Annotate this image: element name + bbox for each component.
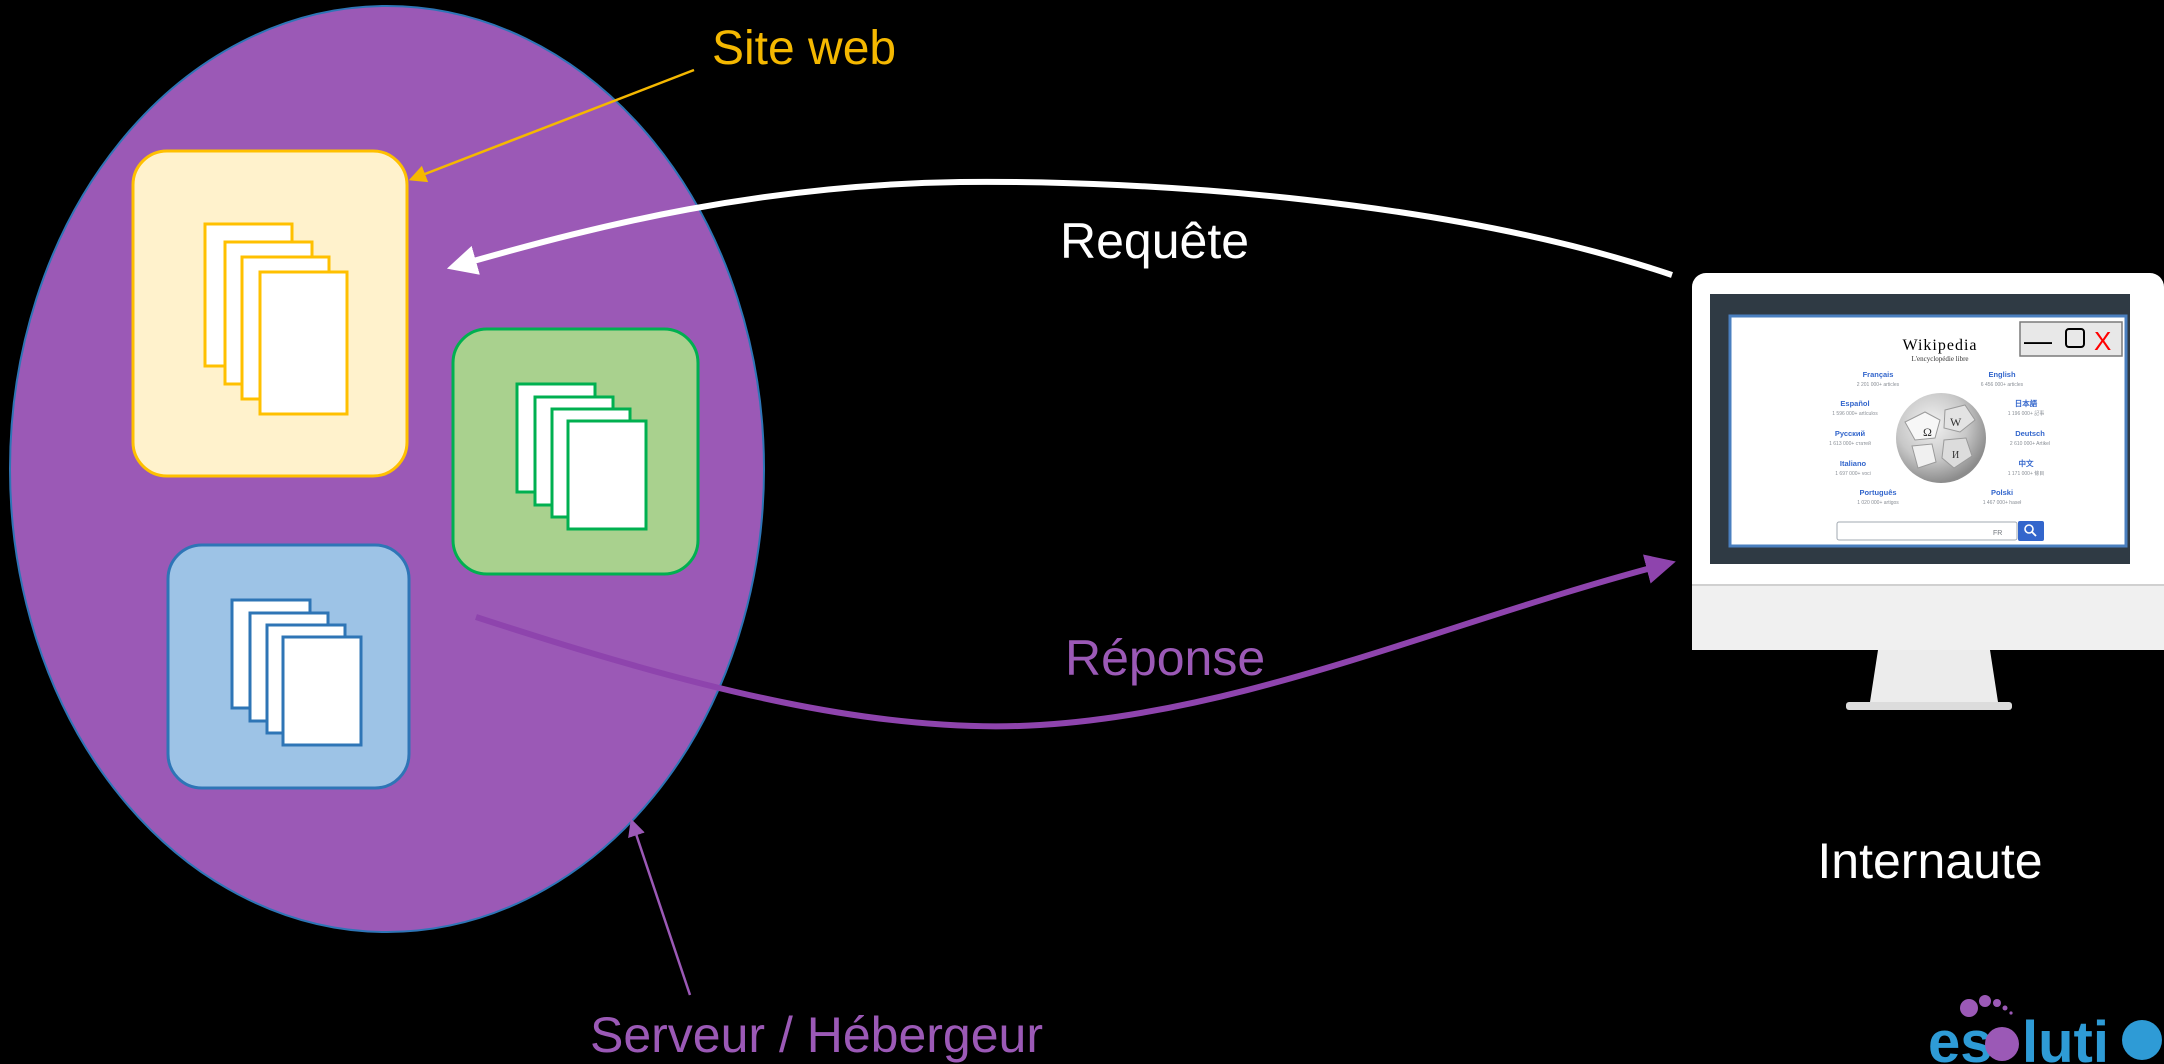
lang-link[interactable]: Español — [1840, 399, 1869, 408]
reponse-label: Réponse — [1065, 630, 1265, 686]
minimize-icon[interactable]: — — [2024, 325, 2052, 356]
lang-count: 1 020 000+ artigos — [1857, 500, 1899, 506]
lang-count: 1 467 000+ haseł — [1983, 500, 2022, 506]
lang-link[interactable]: English — [1988, 370, 2016, 379]
site-web-arrow — [408, 68, 695, 183]
lang-count: 1 613 000+ статей — [1829, 440, 1871, 447]
svg-text:Ω: Ω — [1923, 425, 1932, 439]
lang-link[interactable]: Français — [1863, 370, 1894, 379]
lang-link[interactable]: Português — [1859, 488, 1896, 497]
serveur-arrow — [628, 818, 692, 996]
logo-text-luti: luti — [2022, 1010, 2109, 1064]
site-web-folder — [131, 149, 409, 478]
logo-text-es: es — [1928, 1010, 1993, 1064]
search-language-select[interactable]: FR — [1993, 530, 2002, 537]
wikipedia-languages: Français 2 201 000+ articles English 6 4… — [1829, 370, 2050, 506]
close-icon[interactable]: X — [2094, 326, 2111, 356]
lang-count: 6 456 000+ articles — [1981, 382, 2024, 388]
serveur-label: Serveur / Hébergeur — [590, 1007, 1043, 1063]
window-controls — [2019, 321, 2123, 357]
lang-link[interactable]: Polski — [1991, 488, 2013, 497]
wikipedia-search-input[interactable] — [1836, 521, 2018, 541]
reponse-arrow — [475, 554, 1676, 730]
lang-count: 1 171 000+ 條目 — [2008, 470, 2045, 477]
lang-count: 1 196 000+ 記事 — [2008, 410, 2045, 417]
lang-link[interactable]: Русский — [1835, 429, 1866, 438]
wikipedia-globe-icon: Ω W И — [1896, 393, 1986, 483]
lang-link[interactable]: Italiano — [1840, 459, 1867, 468]
wikipedia-search-button[interactable] — [2018, 521, 2044, 541]
lang-count: 2 201 000+ articles — [1857, 382, 1900, 388]
lang-link[interactable]: 日本語 — [2015, 398, 2038, 408]
site-web-label: Site web — [712, 22, 896, 75]
site-green-folder — [451, 327, 700, 576]
lang-link[interactable]: Deutsch — [2015, 429, 2045, 438]
esolution-logo: es luti — [1928, 995, 2162, 1064]
document-stack-icon — [515, 382, 648, 531]
site-blue-folder — [166, 543, 411, 790]
document-stack-icon — [203, 222, 349, 416]
browser-screen: — X Wikipedia L'encyclopédie libre Ω W И… — [1728, 314, 2128, 548]
lang-count: 1 697 000+ voci — [1835, 471, 1870, 477]
requete-label: Requête — [1060, 213, 1249, 269]
svg-text:W: W — [1950, 415, 1962, 429]
svg-text:И: И — [1952, 450, 1959, 461]
document-stack-icon — [230, 598, 363, 747]
wikipedia-title: Wikipedia — [1903, 337, 1978, 354]
maximize-icon[interactable] — [2065, 328, 2085, 348]
requete-arrow — [446, 178, 1673, 278]
search-icon — [2024, 524, 2037, 537]
wikipedia-tagline: L'encyclopédie libre — [1911, 355, 1968, 363]
lang-link[interactable]: 中文 — [2019, 458, 2035, 468]
lang-count: 1 596 000+ artículos — [1832, 411, 1878, 417]
internaute-label: Internaute — [1817, 833, 2042, 889]
lang-count: 2 610 000+ Artikel — [2010, 441, 2050, 447]
